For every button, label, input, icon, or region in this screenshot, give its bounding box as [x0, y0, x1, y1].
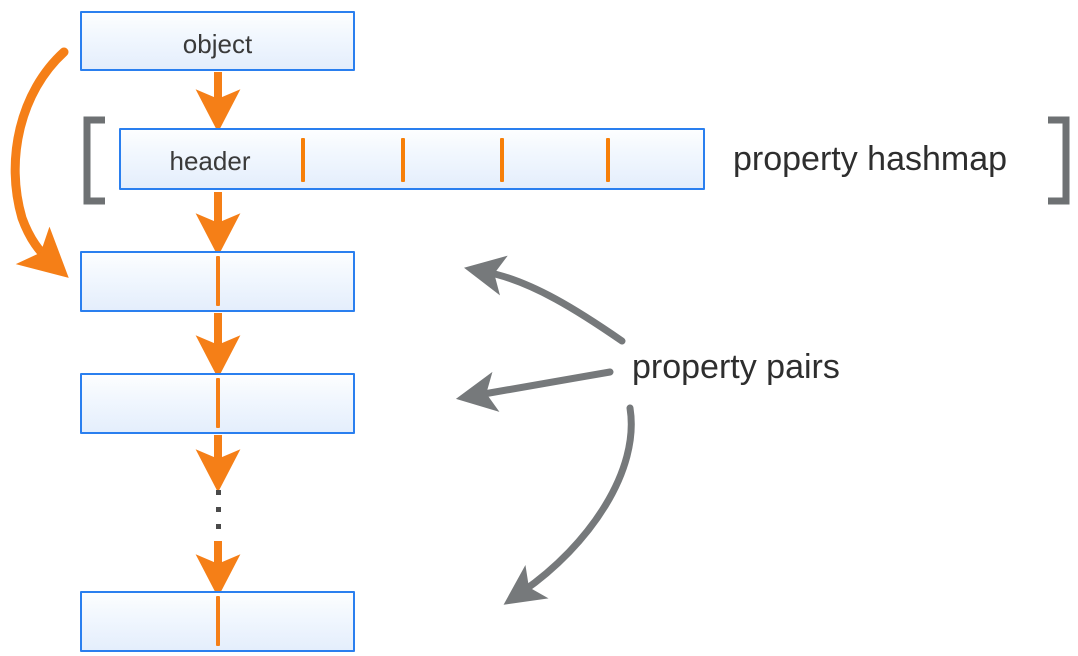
- object-box-label: object: [182, 29, 253, 59]
- property-pair-link-line-2: [216, 378, 220, 428]
- property-pairs-label: property pairs: [632, 348, 840, 386]
- object-box[interactable]: [80, 11, 355, 71]
- hashmap-slot-divider-2: [401, 138, 405, 182]
- property-pairs-arrow-top: [464, 255, 626, 345]
- hashmap-slot-divider-3: [500, 138, 504, 182]
- hashmap-left-bracket: [83, 116, 105, 205]
- ellipsis-dot-1: [216, 490, 221, 495]
- object-to-pair-curved-arrow: [10, 47, 69, 278]
- ellipsis-dot-2: [216, 507, 221, 512]
- hashmap-right-bracket: [1048, 116, 1070, 205]
- property-pairs-arrow-middle: [455, 368, 614, 412]
- hashmap-slot-divider-4: [606, 138, 610, 182]
- property-hashmap-label: property hashmap: [733, 140, 1008, 178]
- property-pairs-arrow-bottom: [503, 404, 635, 605]
- property-pair-link-line-1: [216, 256, 220, 306]
- ellipsis-dot-3: [216, 524, 221, 529]
- hashmap-slot-divider-1: [301, 138, 305, 182]
- header-cell-label: header: [169, 146, 251, 176]
- property-pair-link-line-last: [216, 596, 220, 646]
